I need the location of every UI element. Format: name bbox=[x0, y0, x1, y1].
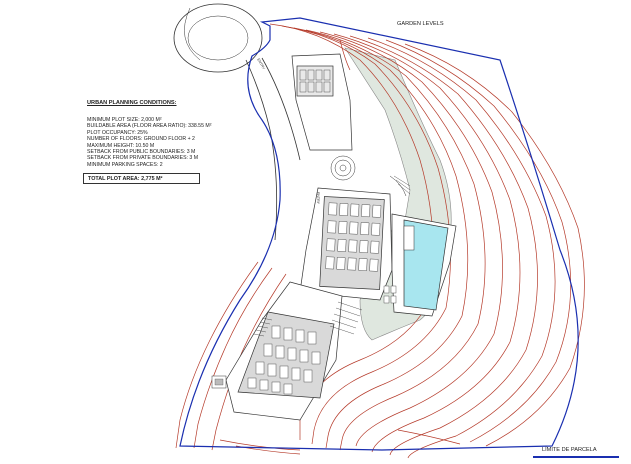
condition-item: SETBACK FROM PUBLIC BOUNDARIES: 3 M bbox=[87, 149, 196, 156]
condition-item: PLOT OCCUPANCY: 25% bbox=[87, 129, 148, 136]
access-road bbox=[173, 3, 301, 241]
total-plot-area: TOTAL PLOT AREA: 2,775 M² bbox=[88, 175, 163, 182]
planning-conditions-title: URBAN PLANNING CONDITIONS: bbox=[87, 100, 177, 106]
total-area-box bbox=[83, 173, 200, 184]
condition-item: BUILDABLE AREA (FLOOR AREA RATIO): 338.5… bbox=[87, 123, 212, 130]
garden-levels-label: GARDEN LEVELS bbox=[397, 21, 444, 27]
condition-item: MINIMUM PLOT SIZE: 2,000 M² bbox=[87, 117, 162, 123]
condition-item: NUMBER OF FLOORS: GROUND FLOOR + 2 bbox=[87, 136, 195, 143]
lower-building bbox=[211, 281, 343, 421]
spiral-stair bbox=[330, 155, 356, 181]
main-building bbox=[299, 175, 411, 301]
condition-item: SETBACK FROM PRIVATE BOUNDARIES: 3 M bbox=[87, 155, 199, 162]
condition-item: MINIMUM PARKING SPACES: 2 bbox=[87, 161, 163, 168]
exterior-stairs bbox=[329, 301, 363, 335]
contour-lines bbox=[175, 23, 585, 459]
boundary-legend-swatch bbox=[533, 456, 619, 458]
condition-item: MAXIMUM HEIGHT: 10.50 M bbox=[87, 142, 155, 149]
planning-conditions-list: MINIMUM PLOT SIZE: 2,000 M² BUILDABLE AR… bbox=[87, 117, 211, 168]
boundary-legend-label: LÍMITE DE PARCELA bbox=[542, 447, 597, 453]
upper-building bbox=[291, 53, 353, 151]
pool-terrace bbox=[383, 213, 457, 317]
road-arrow-label: ENTRY bbox=[316, 191, 321, 205]
cul-de-sac bbox=[173, 3, 263, 73]
plot-boundary-line bbox=[179, 17, 579, 451]
